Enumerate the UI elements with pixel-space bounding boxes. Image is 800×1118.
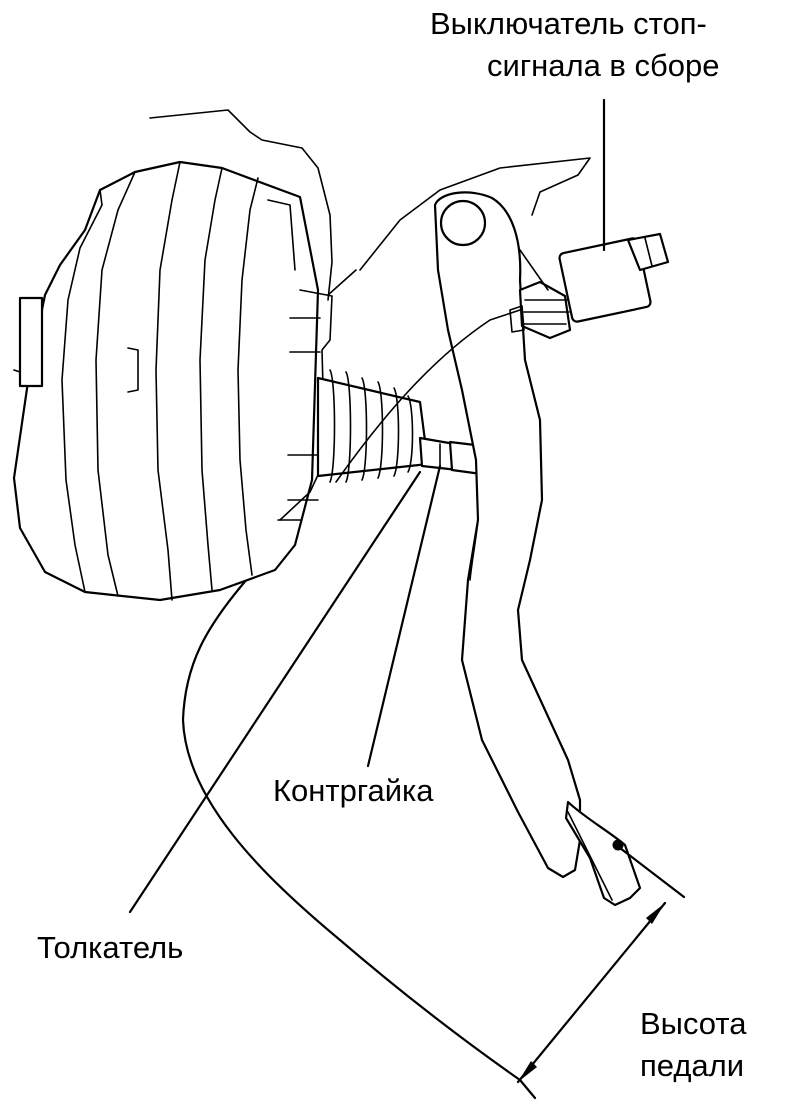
panel-edge-curve-2 xyxy=(327,269,357,296)
pushrod-leader-line xyxy=(128,470,422,914)
brake-booster xyxy=(12,160,333,602)
body-panel-outline xyxy=(149,109,591,1100)
pushrod-label: Толкатель xyxy=(37,930,184,965)
pedal-height-label-line2: педали xyxy=(640,1048,745,1083)
pedal-height-label-line1: Высота xyxy=(640,1006,747,1041)
switch-label-line1: Выключатель стоп- xyxy=(430,6,707,41)
brake-pedal-arm xyxy=(433,191,642,907)
pedal-height-dimension xyxy=(516,846,686,1084)
locknut-leader-line xyxy=(366,464,442,768)
switch-label-line2: сигнала в сборе xyxy=(487,48,720,83)
stop-lamp-switch xyxy=(509,232,670,340)
locknut-label: Контргайка xyxy=(273,773,434,808)
panel-edge-curve xyxy=(335,309,521,483)
